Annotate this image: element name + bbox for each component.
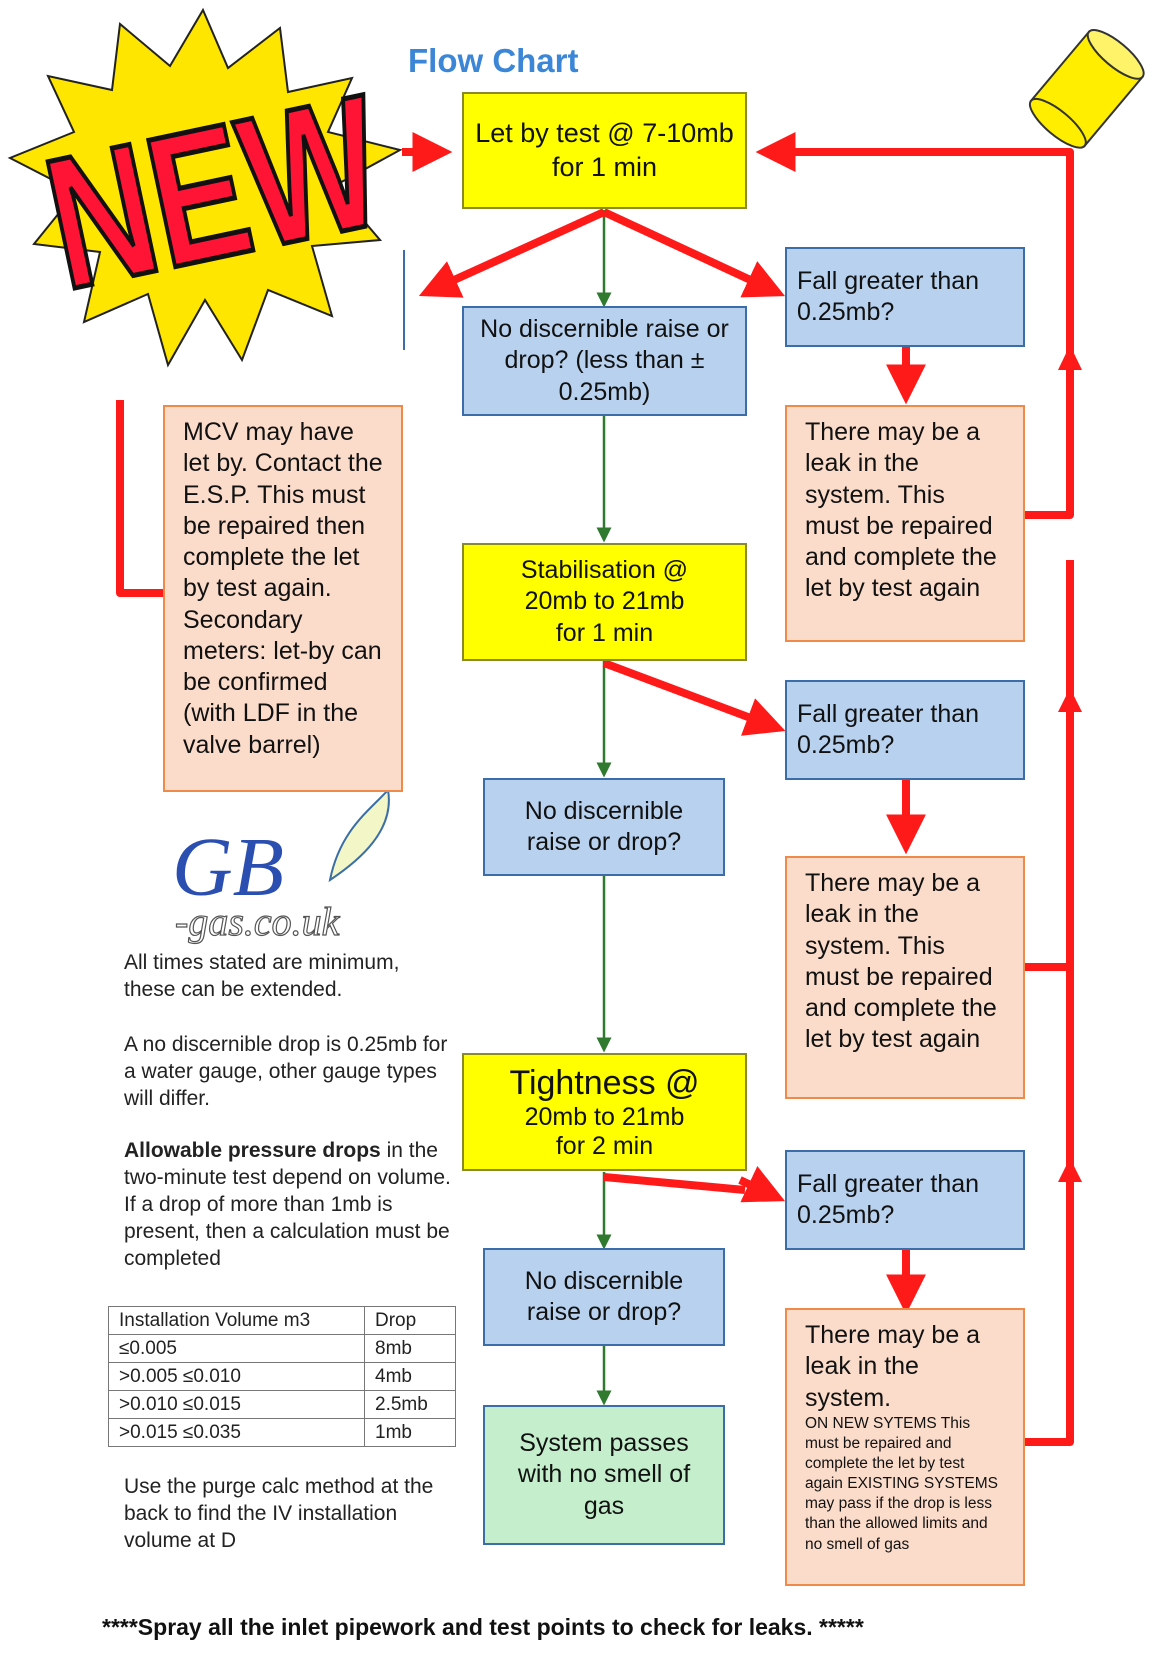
table-row: >0.005 ≤0.010 4mb bbox=[108, 1362, 456, 1391]
loop-arrowheads bbox=[1058, 345, 1082, 1182]
note-no-discernible: A no discernible drop is 0.25mb for a wa… bbox=[124, 1033, 448, 1110]
page-title: Flow Chart bbox=[408, 42, 579, 79]
gb-gas-logo-icon: GB -gas.co.uk bbox=[172, 787, 390, 945]
svg-text:GB: GB bbox=[172, 821, 284, 914]
table-cell: 1mb bbox=[364, 1418, 456, 1447]
table-cell: >0.010 ≤0.015 bbox=[108, 1390, 365, 1419]
fall-greater-box-1: Fall greater than 0.25mb? bbox=[785, 247, 1025, 347]
table-cell: ≤0.005 bbox=[108, 1334, 365, 1363]
no-discernible-box-3: No discernible raise or drop? bbox=[483, 1248, 725, 1346]
table-cell: 2.5mb bbox=[364, 1390, 456, 1419]
system-passes-box: System passes with no smell of gas bbox=[483, 1405, 725, 1545]
installation-volume-table: Installation Volume m3 Drop ≤0.005 8mb >… bbox=[108, 1306, 456, 1447]
note-purge: Use the purge calc method at the back to… bbox=[124, 1475, 434, 1552]
leak-box-3-detail: ON NEW SYTEMS This must be repaired and … bbox=[805, 1414, 998, 1553]
table-header-row: Installation Volume m3 Drop bbox=[108, 1306, 456, 1335]
gas-cylinder-icon bbox=[1028, 29, 1145, 149]
new-burst-icon bbox=[7, 7, 403, 368]
leak-box-2: There may be a leak in the system. This … bbox=[785, 856, 1025, 1099]
table-cell: >0.015 ≤0.035 bbox=[108, 1418, 365, 1447]
table-row: >0.010 ≤0.015 2.5mb bbox=[108, 1390, 456, 1419]
note-allowable: Allowable pressure drops in the two-minu… bbox=[124, 1138, 454, 1272]
no-discernible-box-2: No discernible raise or drop? bbox=[483, 778, 725, 876]
note-allowable-rest: in the two-minute test depend on volume.… bbox=[124, 1139, 451, 1270]
let-by-test-box: Let by test @ 7-10mb for 1 min bbox=[462, 92, 747, 209]
table-cell: >0.005 ≤0.010 bbox=[108, 1362, 365, 1391]
tightness-box: Tightness @ 20mb to 21mb for 2 min bbox=[462, 1053, 747, 1171]
table-cell: 4mb bbox=[364, 1362, 456, 1391]
table-header: Drop bbox=[364, 1306, 456, 1335]
no-discernible-box-1: No discernible raise or drop? (less than… bbox=[462, 306, 747, 416]
leak-box-3: There may be a leak in the system. ON NE… bbox=[785, 1308, 1025, 1586]
table-header: Installation Volume m3 bbox=[108, 1306, 365, 1335]
note-allowable-bold: Allowable pressure drops bbox=[124, 1139, 381, 1162]
table-row: ≤0.005 8mb bbox=[108, 1334, 456, 1363]
footer-note: ****Spray all the inlet pipework and tes… bbox=[102, 1614, 864, 1640]
note-times: All times stated are minimum, these can … bbox=[124, 951, 400, 1001]
table-row: >0.015 ≤0.035 1mb bbox=[108, 1418, 456, 1447]
mcv-let-by-box: MCV may have let by. Contact the E.S.P. … bbox=[163, 405, 403, 792]
red-arrows bbox=[116, 132, 1074, 1446]
leak-box-1: There may be a leak in the system. This … bbox=[785, 405, 1025, 642]
svg-text:-gas.co.uk: -gas.co.uk bbox=[175, 899, 341, 944]
fall-greater-box-3: Fall greater than 0.25mb? bbox=[785, 1150, 1025, 1250]
stabilisation-box: Stabilisation @ 20mb to 21mb for 1 min bbox=[462, 543, 747, 661]
table-cell: 8mb bbox=[364, 1334, 456, 1363]
fall-greater-box-2: Fall greater than 0.25mb? bbox=[785, 680, 1025, 780]
